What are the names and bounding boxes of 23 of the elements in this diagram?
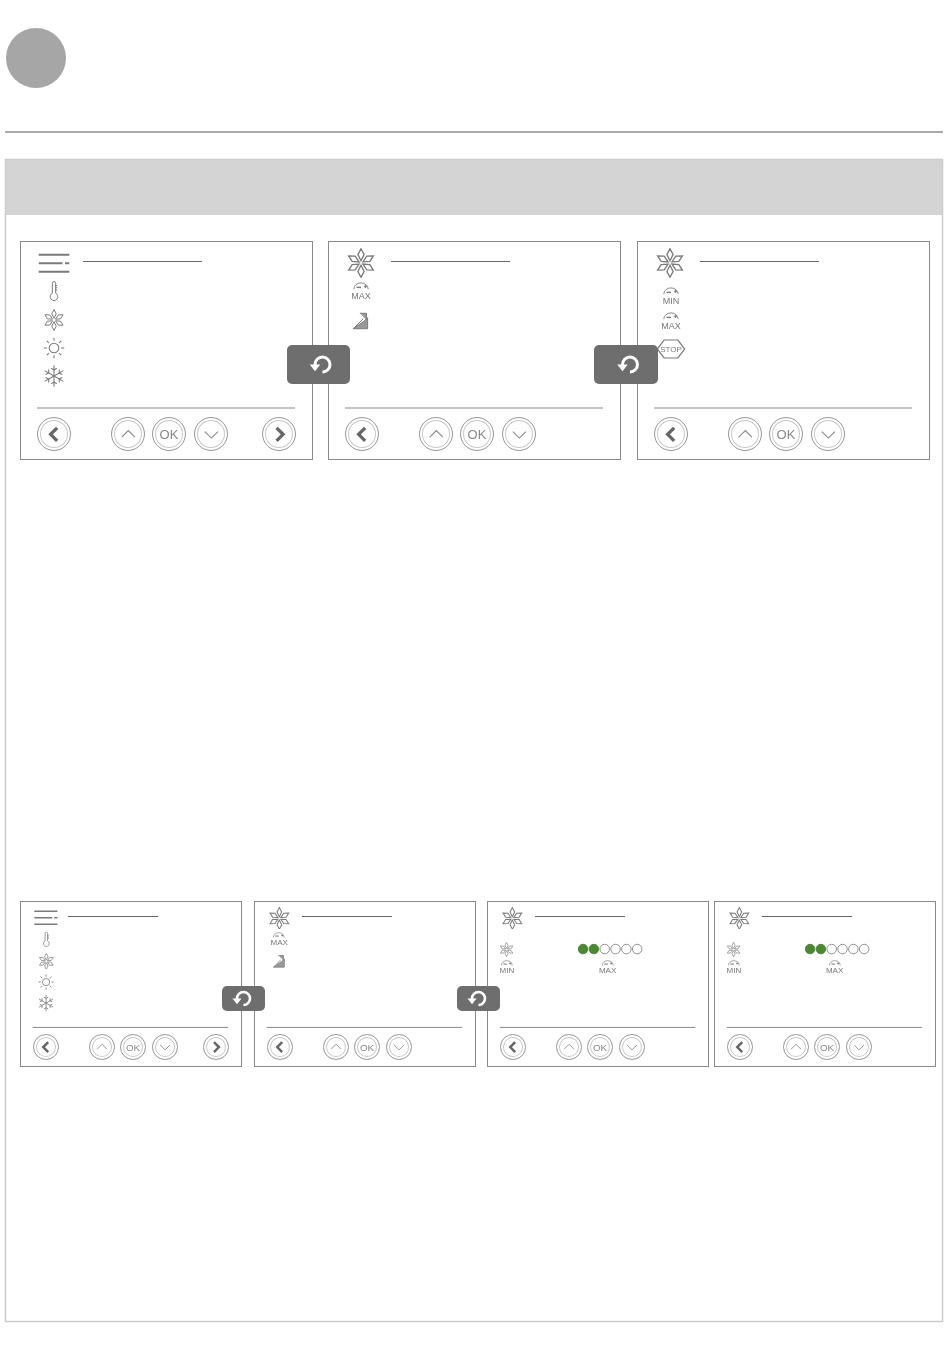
dial-label: MAX [824, 966, 845, 975]
ok-button: OK [152, 417, 186, 451]
display-screen [20, 901, 242, 1067]
display-screen [714, 901, 936, 1067]
ok-button: OK [769, 417, 803, 451]
dial-label: MIN [725, 966, 743, 975]
ok-button: OK [460, 417, 494, 451]
ok-button: OK [814, 1034, 840, 1061]
dial-label: MAX [350, 291, 372, 301]
dial-label: MAX [269, 939, 289, 948]
display-screen [328, 241, 621, 460]
display-screen [20, 241, 313, 460]
dial-label: MIN [661, 296, 681, 306]
ok-button: OK [354, 1034, 380, 1061]
ok-button: OK [587, 1034, 613, 1061]
ok-button: OK [120, 1034, 146, 1061]
display-screen [487, 901, 709, 1067]
dial-label: MAX [660, 321, 682, 331]
dial-label: MAX [597, 966, 618, 975]
stop-sign: STOP [656, 339, 686, 359]
display-screen [637, 241, 930, 460]
display-screen [254, 901, 476, 1067]
dial-label: MIN [498, 966, 516, 975]
